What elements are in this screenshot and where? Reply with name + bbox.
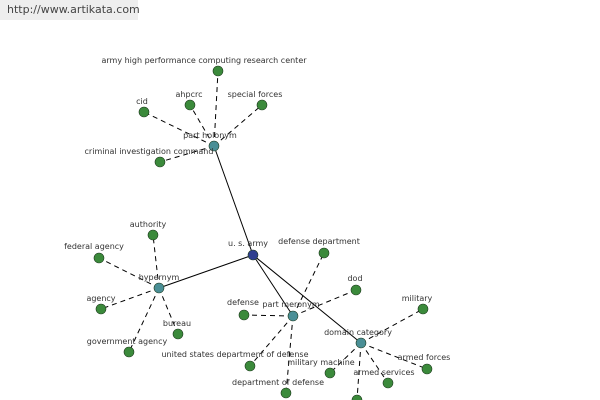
node-label-authority: authority	[130, 220, 167, 229]
edge-domain-domain-extra	[356, 342, 362, 400]
node-label-domain: domain category	[324, 328, 392, 337]
node-label-meronym: part meronym	[262, 300, 319, 309]
leaf-node-military[interactable]	[417, 303, 429, 315]
leaf-node-federal-agency[interactable]	[93, 252, 105, 264]
leaf-node-military-machine[interactable]	[324, 367, 336, 379]
leaf-node-ahprc-full[interactable]	[212, 65, 224, 77]
node-label-criminal-investigation: criminal investigation command	[85, 147, 214, 156]
edge-meronym-department-of-defense	[285, 315, 294, 394]
leaf-node-cid[interactable]	[138, 106, 150, 118]
edge-root-holonym	[213, 145, 254, 256]
graph-nodes	[93, 65, 433, 400]
edge-root-domain	[252, 254, 362, 344]
leaf-node-armed-forces[interactable]	[421, 363, 433, 375]
node-label-federal-agency: federal agency	[64, 242, 124, 251]
node-label-military: military	[402, 294, 433, 303]
edge-meronym-us-dod	[249, 315, 294, 367]
leaf-node-criminal-investigation[interactable]	[154, 156, 166, 168]
leaf-node-bureau[interactable]	[172, 328, 184, 340]
leaf-node-ahpcrc[interactable]	[184, 99, 196, 111]
root-node[interactable]	[247, 249, 259, 261]
node-label-cid: cid	[136, 97, 148, 106]
node-label-department-of-defense: department of defense	[232, 378, 324, 387]
leaf-node-defense[interactable]	[238, 309, 250, 321]
edge-domain-military-machine	[329, 342, 362, 374]
hub-node-meronym[interactable]	[287, 310, 299, 322]
edge-holonym-special-forces	[213, 104, 263, 147]
node-label-armed-forces: armed forces	[398, 353, 451, 362]
edge-holonym-criminal-investigation	[159, 145, 215, 163]
node-label-agency: agency	[86, 294, 115, 303]
hub-node-holonym[interactable]	[208, 140, 220, 152]
leaf-node-dod[interactable]	[350, 284, 362, 296]
node-label-special-forces: special forces	[228, 90, 283, 99]
node-label-root: u. s. army	[228, 239, 268, 248]
leaf-node-agency[interactable]	[95, 303, 107, 315]
node-label-holonym: part holonym	[183, 131, 237, 140]
graph-labels: u. s. army part holonym hypernym part meron…	[64, 56, 450, 387]
edge-hypernym-agency	[100, 287, 160, 310]
leaf-node-special-forces[interactable]	[256, 99, 268, 111]
edge-domain-military	[360, 308, 424, 344]
node-label-ahprc-full: army high performance computing research…	[101, 56, 307, 65]
edge-meronym-dod	[292, 289, 357, 317]
hub-node-hypernym[interactable]	[153, 282, 165, 294]
node-label-dod: dod	[347, 274, 362, 283]
site-url[interactable]: http://www.artikata.com	[0, 0, 140, 20]
leaf-node-government-agency[interactable]	[123, 346, 135, 358]
edge-hypernym-government-agency	[128, 287, 160, 353]
leaf-node-department-of-defense[interactable]	[280, 387, 292, 399]
edge-meronym-defense	[243, 314, 294, 317]
graph-edges	[98, 70, 428, 400]
node-label-bureau: bureau	[163, 319, 191, 328]
node-label-military-machine: military machine	[287, 358, 355, 367]
node-label-hypernym: hypernym	[139, 273, 180, 282]
leaf-node-armed-services[interactable]	[382, 377, 394, 389]
leaf-node-defense-department[interactable]	[318, 247, 330, 259]
node-label-ahpcrc: ahpcrc	[176, 90, 203, 99]
node-label-armed-services: armed services	[353, 368, 414, 377]
node-label-government-agency: government agency	[87, 337, 168, 346]
node-label-us-dod: united states department of defense	[161, 350, 308, 359]
edge-hypernym-federal-agency	[98, 257, 160, 289]
leaf-node-us-dod[interactable]	[244, 360, 256, 372]
edge-holonym-ahprc-full	[213, 70, 219, 147]
edge-holonym-ahpcrc	[189, 104, 215, 147]
leaf-node-domain-extra[interactable]	[351, 394, 363, 400]
edge-holonym-cid	[143, 111, 215, 147]
node-label-defense-department: defense department	[278, 237, 360, 246]
edge-meronym-defense-department	[292, 252, 325, 317]
edge-root-hypernym	[158, 254, 254, 289]
leaf-node-authority[interactable]	[147, 229, 159, 241]
edge-domain-armed-services	[360, 342, 389, 384]
edge-root-meronym	[252, 254, 294, 317]
node-label-defense: defense	[227, 298, 259, 307]
edge-domain-armed-forces	[360, 342, 428, 370]
hub-node-domain[interactable]	[355, 337, 367, 349]
